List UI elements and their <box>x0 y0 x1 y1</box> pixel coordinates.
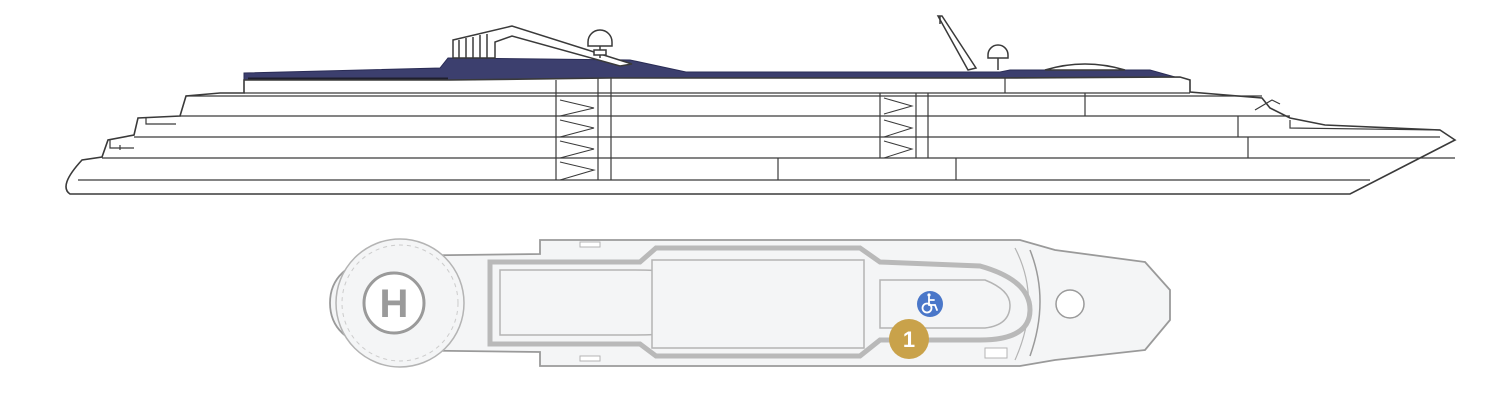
wheelchair-accessible-badge <box>917 291 943 317</box>
stair-chevrons-forward <box>883 97 914 159</box>
deck-plan-top-view: H <box>329 238 1171 368</box>
hull-divisions <box>555 78 1249 180</box>
jogging-track <box>487 245 1033 359</box>
stair-chevrons-aft <box>559 99 596 181</box>
central-deck-panel <box>651 259 865 349</box>
stern-balconies <box>109 118 176 150</box>
ship-hull <box>65 76 1457 195</box>
numbered-marker: 1 <box>889 319 929 359</box>
pool-dome <box>1044 63 1126 71</box>
helipad-h-icon <box>362 271 426 335</box>
deck-fixtures <box>579 241 1008 362</box>
bow-details <box>1254 99 1441 131</box>
navy-sun-deck <box>243 57 1176 81</box>
forward-porthole <box>1055 289 1085 319</box>
ship-side-profile <box>65 15 1457 195</box>
helipad-letter: H <box>380 282 409 326</box>
helipad: H <box>335 238 465 368</box>
radar-dome-aft <box>587 29 613 58</box>
wheelchair-accessible-icon <box>921 296 938 314</box>
funnel-structure <box>452 25 633 67</box>
deck-bow-line <box>1029 249 1041 357</box>
mast <box>936 15 978 71</box>
marker-number: 1 <box>903 327 915 352</box>
forward-lounge <box>879 279 1011 329</box>
funnel-vents <box>458 34 488 58</box>
radar-dome-forward <box>987 44 1009 70</box>
numbered-marker-icon <box>889 319 929 359</box>
